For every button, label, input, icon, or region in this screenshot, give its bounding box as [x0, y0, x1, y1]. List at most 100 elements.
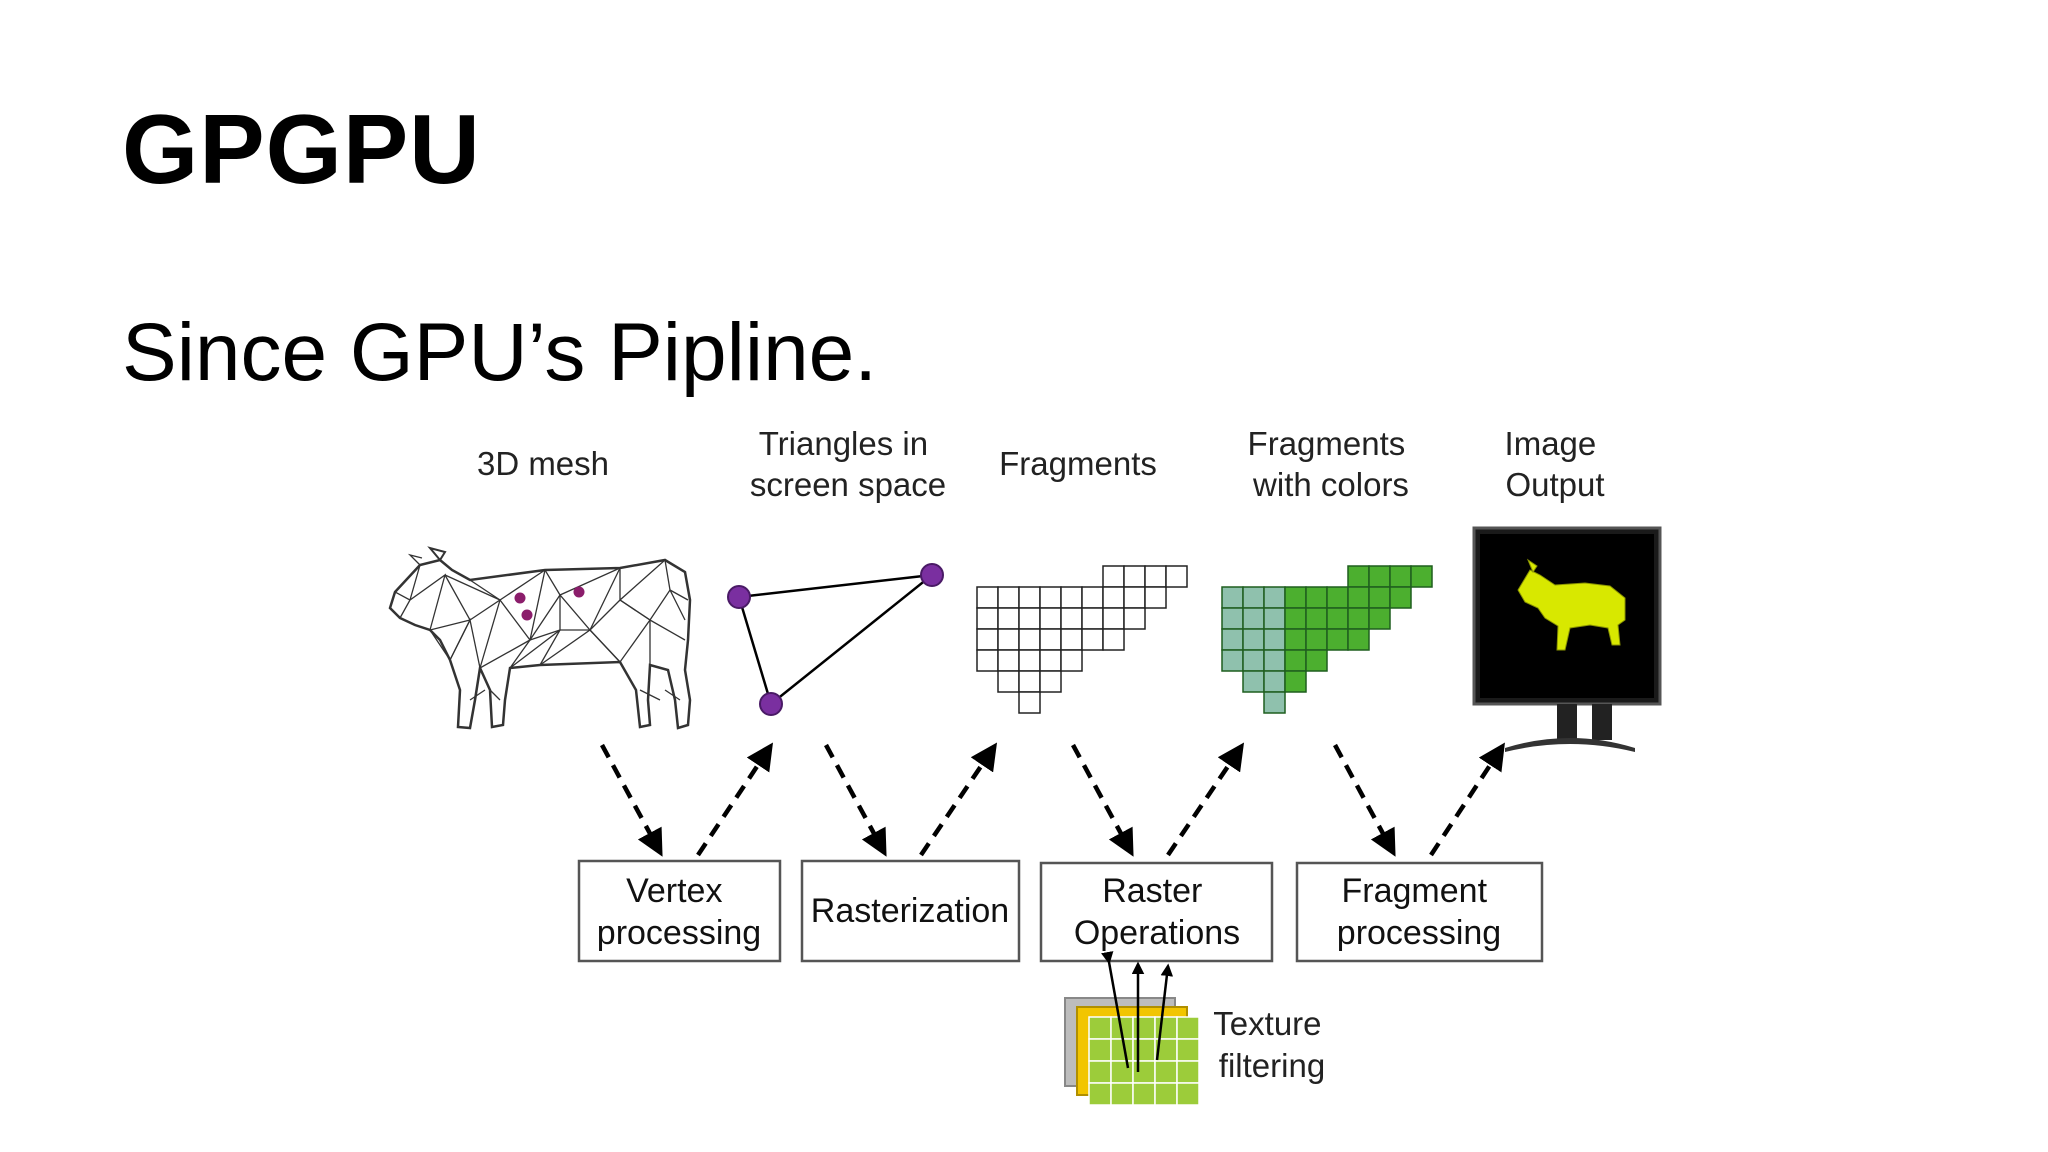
cow-mesh-illustration	[388, 546, 692, 730]
fragment-cell	[997, 607, 1020, 630]
texel-cell	[1132, 1016, 1156, 1040]
texel-cell	[1110, 1038, 1134, 1062]
fragment-cell	[1284, 607, 1307, 630]
fragment-cell	[976, 649, 999, 672]
fragment-cell	[1284, 628, 1307, 651]
triangle-vertex	[759, 692, 783, 716]
fragment-cell	[1221, 607, 1244, 630]
triangle-vertex	[727, 585, 751, 609]
texel-cell	[1110, 1060, 1134, 1084]
box-fragment-processing: Fragment processing	[1295, 861, 1544, 963]
fragment-cell	[997, 670, 1020, 693]
fragment-cell	[1242, 628, 1265, 651]
fragment-cell	[1081, 607, 1104, 630]
texel-cell	[1132, 1038, 1156, 1062]
fragment-cell	[1347, 628, 1370, 651]
fragment-cell	[1144, 565, 1167, 588]
fragment-cell	[1368, 607, 1391, 630]
mesh-vertex-dot	[514, 592, 526, 604]
fragment-cell	[1347, 586, 1370, 609]
fragment-cell	[1326, 607, 1349, 630]
svg-text:Rasterization: Rasterization	[811, 892, 1009, 930]
texel-cell	[1088, 1082, 1112, 1106]
fragment-cell	[1263, 607, 1286, 630]
fragment-cell	[1368, 586, 1391, 609]
pipeline-arrows	[600, 742, 1505, 857]
monitor-image-output	[1472, 526, 1662, 752]
fragment-cell	[1123, 607, 1146, 630]
fragment-cell	[1060, 586, 1083, 609]
texel-cell	[1088, 1060, 1112, 1084]
label-texture-filtering: Texture filtering	[1213, 1005, 1330, 1084]
fragment-cell	[976, 607, 999, 630]
texture-layer-green	[1088, 1016, 1200, 1106]
fragment-cell	[1039, 670, 1062, 693]
svg-text:Fragment processing: Fragment processing	[1337, 872, 1501, 952]
mesh-vertex-dot	[521, 609, 533, 621]
fragment-cell	[1060, 628, 1083, 651]
fragment-cell	[1326, 628, 1349, 651]
fragment-cell	[1060, 607, 1083, 630]
fragment-cell	[1018, 649, 1041, 672]
fragment-cell	[997, 628, 1020, 651]
fragment-cell	[1305, 649, 1328, 672]
texel-cell	[1154, 1060, 1178, 1084]
arrow-triangles-to-raster	[824, 743, 887, 857]
texture-stack	[1064, 997, 1200, 1106]
label-fragments: Fragments	[999, 445, 1157, 482]
fragment-cell	[1102, 586, 1125, 609]
fragment-cell	[1284, 586, 1307, 609]
fragment-cell	[1305, 628, 1328, 651]
fragment-cell	[976, 586, 999, 609]
rendered-cow	[1517, 558, 1626, 651]
fragment-cell	[997, 586, 1020, 609]
fragment-cell	[1018, 691, 1041, 714]
fragment-cell	[1389, 565, 1412, 588]
fragment-cell	[1039, 607, 1062, 630]
svg-text:Vertex processing: Vertex processing	[597, 872, 761, 952]
texel-cell	[1154, 1082, 1178, 1106]
fragment-cell	[1102, 628, 1125, 651]
fragment-cell	[1123, 586, 1146, 609]
label-triangles: Triangles in screen space	[750, 425, 946, 503]
fragment-cell	[1347, 565, 1370, 588]
arrow-mesh-to-vertex	[600, 743, 663, 857]
fragment-cell	[1102, 565, 1125, 588]
texel-cell	[1176, 1082, 1200, 1106]
arrow-rop-to-colored	[1166, 742, 1245, 857]
fragment-grid	[976, 565, 1188, 714]
fragment-cell	[1368, 565, 1391, 588]
fragment-cell	[1060, 649, 1083, 672]
label-image-output: Image Output	[1505, 425, 1606, 503]
texel-cell	[1088, 1038, 1112, 1062]
texture-lookup-arrows	[1101, 951, 1174, 1072]
texel-cell	[1088, 1016, 1112, 1040]
fragment-cell	[1221, 586, 1244, 609]
texel-cell	[1132, 1060, 1156, 1084]
fragment-cell	[1326, 586, 1349, 609]
fragment-cell	[1165, 565, 1188, 588]
fragment-cell	[997, 649, 1020, 672]
fragment-cell	[1123, 565, 1146, 588]
arrow-fragment-proc-to-output	[1429, 742, 1505, 857]
fragment-cell	[976, 628, 999, 651]
box-vertex-processing: Vertex processing	[577, 859, 782, 963]
mesh-vertices	[514, 586, 585, 621]
fragment-cell	[1039, 628, 1062, 651]
mesh-vertex-dot	[573, 586, 585, 598]
slide-subtitle: Since GPU’s Pipline.	[122, 307, 878, 398]
fragment-cell	[1081, 586, 1104, 609]
fragment-cell	[1018, 670, 1041, 693]
fragment-cell	[1144, 586, 1167, 609]
box-raster-operations: Raster Operations	[1039, 861, 1274, 963]
fragment-cell	[1242, 670, 1265, 693]
arrow-raster-to-fragments	[919, 742, 998, 857]
fragment-cell	[1284, 649, 1307, 672]
texel-cell	[1154, 1016, 1178, 1040]
fragment-cell	[1305, 607, 1328, 630]
label-fragments-with-colors: Fragments with colors	[1248, 425, 1415, 503]
fragment-cell	[1018, 586, 1041, 609]
texel-cell	[1132, 1082, 1156, 1106]
texel-cell	[1176, 1016, 1200, 1040]
